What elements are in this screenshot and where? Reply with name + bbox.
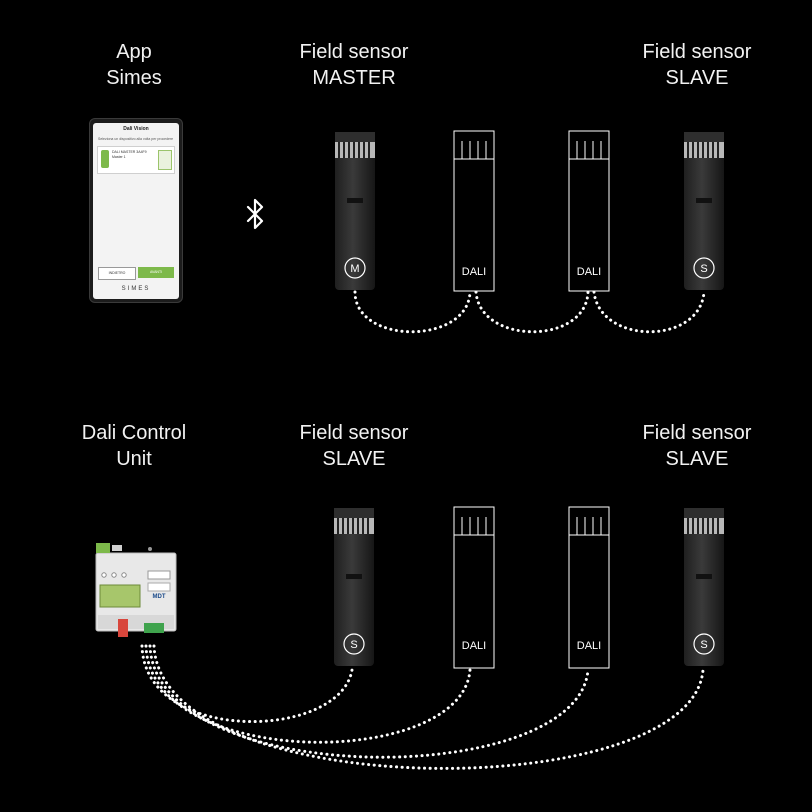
master-mark: M [350, 263, 359, 275]
control-unit-brand: MDT [153, 594, 166, 600]
sensor-slave-top: S [683, 131, 725, 290]
label-app-line2: Simes [106, 67, 162, 89]
label-control-unit: Dali Control Unit [54, 420, 214, 472]
phone-brand: SIMES [121, 286, 151, 292]
sensor-master: M [334, 131, 376, 290]
phone-back-button: INDIETRO [98, 267, 136, 280]
dali-box-top-2: DALI [568, 130, 610, 292]
label-slave-bottom-right-line2: SLAVE [665, 448, 729, 470]
slave-mark: S [700, 263, 707, 275]
phone-intro-text: Seleziona un dispositivo alla volta per … [98, 137, 174, 141]
label-slave-top: Field sensor SLAVE [617, 39, 777, 91]
slave-mark: S [700, 639, 707, 651]
sensor-slave-bottom-right: S [683, 507, 725, 666]
wire-unit-dali1 [144, 644, 472, 744]
label-slave-bottom-right: Field sensor SLAVE [617, 420, 777, 472]
wire-unit-dali2 [148, 644, 590, 759]
wire-dali2-slave [592, 290, 706, 334]
label-slave-bottom-right-line1: Field sensor [642, 422, 752, 444]
bottom-wiring [140, 644, 705, 770]
phone-card-badge [158, 150, 172, 170]
dali-label: DALI [462, 640, 486, 652]
wire-master-dali1 [353, 290, 472, 334]
sensor-slave-bottom-left: S [333, 507, 375, 666]
label-master: Field sensor MASTER [274, 39, 434, 91]
phone-next-button: AVANTI [138, 267, 174, 278]
label-slave-bottom-left-line1: Field sensor [299, 422, 409, 444]
label-master-line1: Field sensor [299, 41, 409, 63]
wire-unit-sensor2 [152, 644, 705, 770]
dali-box-bottom-1: DALI [453, 506, 495, 669]
label-slave-top-line1: Field sensor [642, 41, 752, 63]
dali-box-bottom-2: DALI [568, 506, 610, 669]
label-slave-bottom-left-line2: SLAVE [322, 448, 386, 470]
wire-unit-sensor1 [140, 644, 354, 723]
dali-label: DALI [577, 640, 601, 652]
dali-label: DALI [462, 266, 486, 278]
smartphone: Dali Vision Seleziona un dispositivo all… [89, 118, 183, 303]
label-control-unit-line1: Dali Control [81, 422, 187, 444]
wire-dali1-dali2 [474, 290, 590, 334]
label-slave-bottom-left: Field sensor SLAVE [274, 420, 434, 472]
phone-header: Dali Vision [123, 126, 149, 132]
top-wiring [353, 290, 706, 334]
label-control-unit-line2: Unit [116, 448, 152, 470]
dali-control-unit: MDT [95, 543, 177, 637]
label-slave-top-line2: SLAVE [665, 67, 729, 89]
phone-card-sub: Master 1 [112, 155, 126, 159]
label-app: App Simes [84, 39, 184, 91]
phone-device-card: DALI MASTER 3A4F9 Master 1 [97, 146, 175, 174]
bluetooth-icon [246, 198, 264, 230]
device-thumb-icon [101, 150, 109, 168]
dali-label: DALI [577, 266, 601, 278]
slave-mark: S [350, 639, 357, 651]
label-app-line1: App [116, 41, 152, 63]
label-master-line2: MASTER [312, 67, 396, 89]
phone-screen: Dali Vision Seleziona un dispositivo all… [93, 123, 179, 299]
dali-box-top-1: DALI [453, 130, 495, 292]
phone-card-title: DALI MASTER 3A4F9 [112, 150, 147, 154]
